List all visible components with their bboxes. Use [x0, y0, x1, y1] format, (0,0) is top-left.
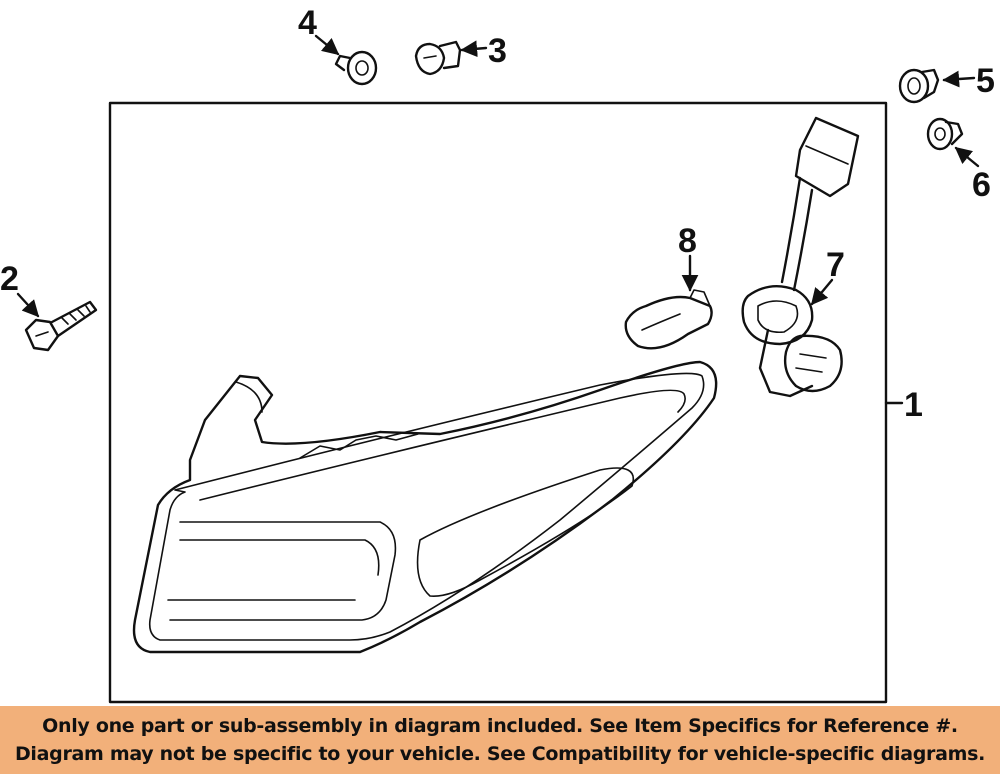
callout-5-label: 5 [976, 62, 995, 100]
clip-part-3: 3 [414, 32, 507, 76]
nut-part-6: 6 [926, 117, 991, 204]
disclaimer-line-2: Diagram may not be specific to your vehi… [14, 743, 986, 765]
callout-1-label: 1 [904, 386, 923, 424]
socket-harness-part-7: 7 [741, 116, 860, 398]
disclaimer-banner: Only one part or sub-assembly in diagram… [0, 706, 1000, 774]
callout-3-label: 3 [488, 32, 507, 70]
bulb-part-8: 8 [624, 222, 713, 350]
parts-diagram: 1 2 3 4 [0, 4, 995, 704]
bolt-part-2: 2 [0, 260, 98, 352]
clip-part-5: 5 [898, 62, 995, 104]
callout-2-label: 2 [0, 260, 19, 298]
disclaimer-line-1: Only one part or sub-assembly in diagram… [42, 715, 958, 737]
assembly-frame [108, 101, 888, 704]
tail-lamp-assembly [132, 360, 718, 654]
callout-8-label: 8 [678, 222, 697, 260]
callout-7-label: 7 [826, 246, 845, 284]
nut-part-4: 4 [298, 4, 378, 86]
callout-6-label: 6 [972, 166, 991, 204]
callout-1: 1 [884, 386, 923, 424]
callout-4-label: 4 [298, 4, 317, 42]
